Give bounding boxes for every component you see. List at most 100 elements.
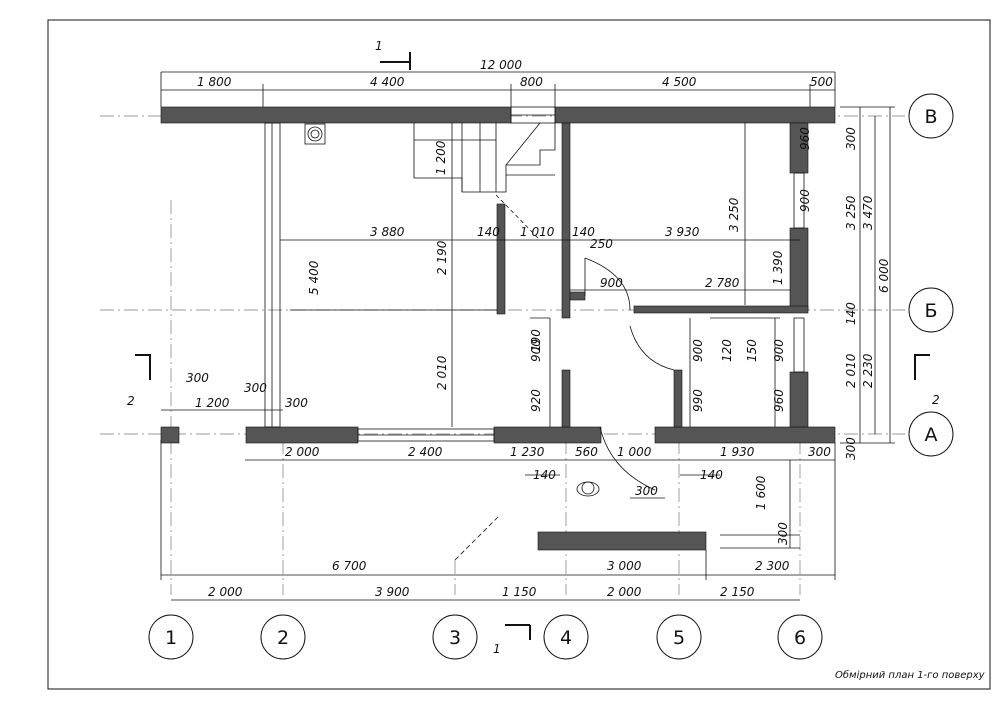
dim-top-1: 1 800 xyxy=(197,75,232,89)
drawing-frame xyxy=(47,19,991,690)
dim-door-900: 900 xyxy=(600,276,623,290)
dim-right-6000: 6 000 xyxy=(877,258,891,293)
axis-label-a: А xyxy=(925,424,938,446)
dim-140b: 140 xyxy=(572,225,595,239)
partition-3 xyxy=(561,369,571,428)
axis-bubble-1 xyxy=(148,614,194,660)
dim-140a: 140 xyxy=(477,225,500,239)
partition-1 xyxy=(496,203,506,315)
dim-bottom-1: 2 000 xyxy=(285,445,320,459)
dim-right-room-width: 3 930 xyxy=(665,225,700,239)
dim-2010: 2 010 xyxy=(435,355,449,390)
section-mark-1-bottom xyxy=(505,624,531,640)
dim-990: 990 xyxy=(691,389,705,412)
dim-b-2300: 2 300 xyxy=(755,559,790,573)
dim-900c: 900 xyxy=(772,339,786,362)
dim-900a: 900 xyxy=(529,339,543,362)
axis-label-3: 3 xyxy=(449,627,461,649)
section-mark-2-right xyxy=(914,354,930,380)
dim-2780: 2 780 xyxy=(705,276,740,290)
axis-label-v: В xyxy=(924,106,937,128)
axis-bubble-5 xyxy=(656,614,702,660)
wall-bottom-c xyxy=(654,426,836,444)
dim-top-4: 4 500 xyxy=(662,75,697,89)
axis-bubble-b xyxy=(908,287,954,333)
dim-right-2230: 2 230 xyxy=(861,353,875,388)
axis-bubble-a xyxy=(908,411,954,457)
dim-150: 150 xyxy=(745,339,759,362)
section-mark-2-left xyxy=(135,354,151,380)
dim-190: 190 xyxy=(529,329,543,352)
dim-b-300: 300 xyxy=(635,484,658,498)
drawing-caption: Обмірний план 1-го поверху xyxy=(835,669,986,681)
dim-axes-1: 2 000 xyxy=(208,585,243,599)
dim-right-3470: 3 470 xyxy=(861,195,875,230)
section-marks: 1 1 2 2 xyxy=(127,39,940,656)
dim-axes-5: 2 150 xyxy=(720,585,755,599)
dim-250: 250 xyxy=(590,237,613,251)
axis-label-b: Б xyxy=(924,300,937,322)
dim-120: 120 xyxy=(720,339,734,362)
dim-bottom-2: 2 400 xyxy=(408,445,443,459)
dim-right-2010: 2 010 xyxy=(844,353,858,388)
dim-left-300b: 300 xyxy=(244,381,267,395)
grid-bubbles: В Б А 1 2 3 4 5 6 xyxy=(148,93,954,660)
dim-left-1200: 1 200 xyxy=(195,396,230,410)
dim-900b: 900 xyxy=(691,339,705,362)
axis-bubble-2 xyxy=(260,614,306,660)
dim-corridor: 1 010 xyxy=(520,225,555,239)
walls xyxy=(160,106,836,551)
dim-b-3000: 3 000 xyxy=(607,559,642,573)
dim-920: 920 xyxy=(529,389,543,412)
axis-label-1: 1 xyxy=(165,627,177,649)
dim-right-140: 140 xyxy=(844,302,858,325)
axis-label-2: 2 xyxy=(277,627,289,649)
section-label-2-left: 2 xyxy=(127,394,135,408)
dim-2190: 2 190 xyxy=(435,240,449,275)
dim-axes-4: 2 000 xyxy=(607,585,642,599)
dim-b-300b: 300 xyxy=(776,522,790,545)
dim-960a: 960 xyxy=(798,127,812,150)
section-label-1-top: 1 xyxy=(375,39,383,53)
axis-bubble-6 xyxy=(777,614,823,660)
wall-bottom-pier xyxy=(160,426,180,444)
wall-right-3 xyxy=(789,371,809,428)
axis-label-4: 4 xyxy=(560,627,572,649)
partition-5 xyxy=(633,305,809,314)
dim-bottom-4: 560 xyxy=(575,445,598,459)
section-label-2-right: 2 xyxy=(932,393,940,407)
dim-left-room-height: 5 400 xyxy=(307,260,321,295)
dim-b-6700: 6 700 xyxy=(332,559,367,573)
section-mark-1-top xyxy=(380,52,411,70)
dim-top-5: 500 xyxy=(810,75,833,89)
windows xyxy=(264,106,805,561)
wall-top-right xyxy=(554,106,836,124)
dim-top-2: 4 400 xyxy=(370,75,405,89)
dim-b-140a: 140 xyxy=(533,468,556,482)
dim-1390: 1 390 xyxy=(771,250,785,285)
dim-bottom-6: 1 930 xyxy=(720,445,755,459)
wall-bottom-b xyxy=(493,426,602,444)
dim-axes-3: 1 150 xyxy=(502,585,537,599)
dim-right-300b: 300 xyxy=(844,437,858,460)
dimension-texts: 12 000 1 800 4 400 800 4 500 500 1 200 5… xyxy=(186,58,891,599)
dim-900d: 900 xyxy=(798,189,812,212)
terrace-slab xyxy=(537,531,707,551)
wall-bottom-a xyxy=(245,426,359,444)
axis-label-5: 5 xyxy=(673,627,685,649)
dim-stairs: 1 200 xyxy=(434,140,448,175)
dim-bottom-7: 300 xyxy=(808,445,831,459)
dim-left-300a: 300 xyxy=(186,371,209,385)
dimension-lines xyxy=(160,71,895,601)
dim-left-room-width: 3 880 xyxy=(370,225,405,239)
dim-bottom-5: 1 000 xyxy=(617,445,652,459)
dim-top-3: 800 xyxy=(520,75,543,89)
axis-bubble-4 xyxy=(543,614,589,660)
partition-2 xyxy=(561,122,571,319)
partition-6 xyxy=(673,369,683,428)
partition-4 xyxy=(569,291,586,301)
section-label-1-bottom: 1 xyxy=(493,642,501,656)
dim-b-1600: 1 600 xyxy=(754,475,768,510)
wall-top-left xyxy=(160,106,512,124)
